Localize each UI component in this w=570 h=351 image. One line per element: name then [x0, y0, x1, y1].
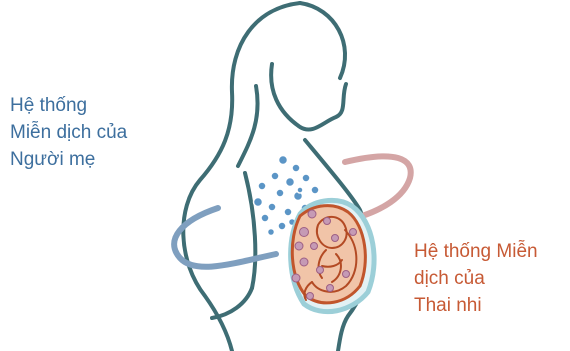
immune-cell-icon [261, 214, 269, 222]
immune-cell-icon [295, 242, 303, 250]
immune-cell-icon [302, 174, 310, 182]
immune-cell-icon [292, 274, 300, 282]
immune-cell-icon [286, 178, 295, 187]
immune-cell-icon [258, 182, 266, 190]
immune-cell-icon [297, 187, 303, 193]
immune-cell-icon [350, 229, 357, 236]
arm-outline [245, 173, 255, 288]
immune-cell-icon [308, 210, 316, 218]
immune-cell-icon [292, 164, 300, 172]
immune-cell-icon [278, 222, 286, 230]
immune-cell-icon [327, 285, 334, 292]
hair-line [300, 3, 345, 78]
immune-cell-icon [271, 172, 279, 180]
back-outline [183, 3, 300, 351]
immune-cell-icon [268, 203, 276, 211]
immune-cell-icon [284, 208, 292, 216]
immune-cell-icon [311, 186, 319, 194]
immune-cell-icon [254, 198, 263, 207]
immune-cell-icon [268, 229, 275, 236]
fetal-immune-label: Hệ thống Miễn dịch của Thai nhi [414, 238, 538, 319]
immune-cell-icon [300, 228, 309, 237]
inner-neck [238, 86, 258, 166]
immune-cell-icon [300, 258, 308, 266]
immune-cell-icon [324, 218, 331, 225]
immune-cell-icon [317, 267, 324, 274]
immune-cell-icon [276, 189, 284, 197]
face-profile [271, 64, 346, 130]
mother-immune-label: Hệ thống Miễn dịch của Người mẹ [10, 92, 127, 173]
immune-cell-icon [343, 271, 350, 278]
immune-cell-icon [332, 235, 339, 242]
immune-cell-icon [307, 293, 314, 300]
immune-cell-icon [311, 243, 318, 250]
immune-cell-icon [279, 156, 288, 165]
